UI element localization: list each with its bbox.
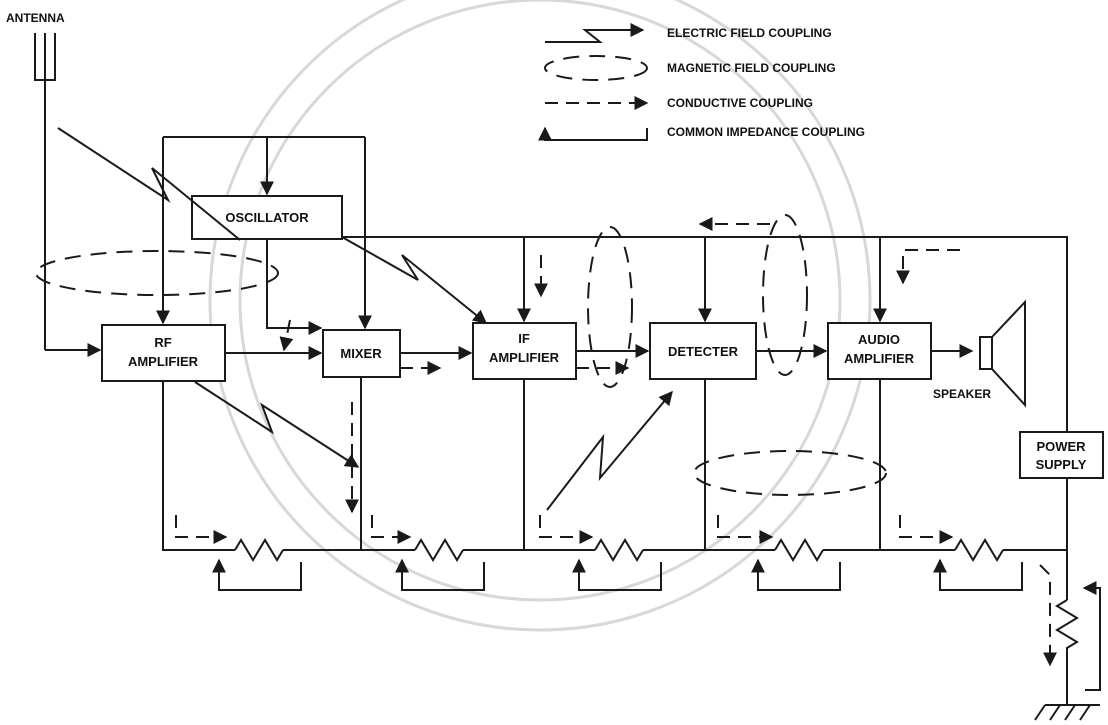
legend-common-impedance: COMMON IMPEDANCE COUPLING	[538, 125, 865, 141]
oscillator-label: OSCILLATOR	[225, 210, 309, 225]
rf-amplifier-label-line2: AMPLIFIER	[128, 354, 199, 369]
if-amplifier-label-line2: AMPLIFIER	[489, 350, 560, 365]
antenna-label: ANTENNA	[6, 11, 65, 25]
audio-amplifier-block: AUDIO AMPLIFIER	[827, 322, 932, 380]
legend-conductive: CONDUCTIVE COUPLING	[545, 96, 813, 110]
supply-bus	[156, 136, 1068, 432]
if-amplifier-block: IF AMPLIFIER	[472, 322, 577, 380]
legend-magnetic-field: MAGNETIC FIELD COUPLING	[544, 55, 836, 81]
conductive-coupling-paths	[175, 217, 1057, 667]
if-amplifier-label-line1: IF	[518, 331, 530, 346]
speaker-label: SPEAKER	[933, 387, 991, 401]
watermark-seal	[208, 0, 872, 632]
detecter-block: DETECTER	[649, 322, 757, 380]
electric-field-coupling	[57, 127, 673, 511]
antenna-symbol	[34, 33, 56, 350]
rf-amplifier-label-line1: RF	[154, 335, 171, 350]
signal-path	[45, 343, 974, 360]
power-supply-block: POWER SUPPLY	[1019, 431, 1104, 479]
oscillator-block: OSCILLATOR	[191, 195, 343, 240]
rf-amplifier-block: RF AMPLIFIER	[101, 324, 226, 382]
ground-return	[162, 377, 1100, 721]
speaker-icon	[979, 299, 1026, 408]
detecter-label: DETECTER	[668, 344, 739, 359]
legend-electric-field: ELECTRIC FIELD COUPLING	[545, 23, 832, 43]
mixer-block: MIXER	[322, 329, 401, 378]
legend-magnetic-field-label: MAGNETIC FIELD COUPLING	[667, 61, 836, 75]
legend-electric-field-label: ELECTRIC FIELD COUPLING	[667, 26, 832, 40]
magnetic-field-coupling	[35, 214, 887, 496]
audio-amplifier-label-line1: AUDIO	[858, 332, 900, 347]
power-supply-label-line2: SUPPLY	[1036, 457, 1087, 472]
legend: ELECTRIC FIELD COUPLING MAGNETIC FIELD C…	[538, 23, 865, 141]
legend-common-impedance-label: COMMON IMPEDANCE COUPLING	[667, 125, 865, 139]
audio-amplifier-label-line2: AMPLIFIER	[844, 351, 915, 366]
legend-conductive-label: CONDUCTIVE COUPLING	[667, 96, 813, 110]
mixer-label: MIXER	[340, 346, 382, 361]
power-supply-label-line1: POWER	[1036, 439, 1086, 454]
common-impedance-loops	[212, 558, 1101, 691]
